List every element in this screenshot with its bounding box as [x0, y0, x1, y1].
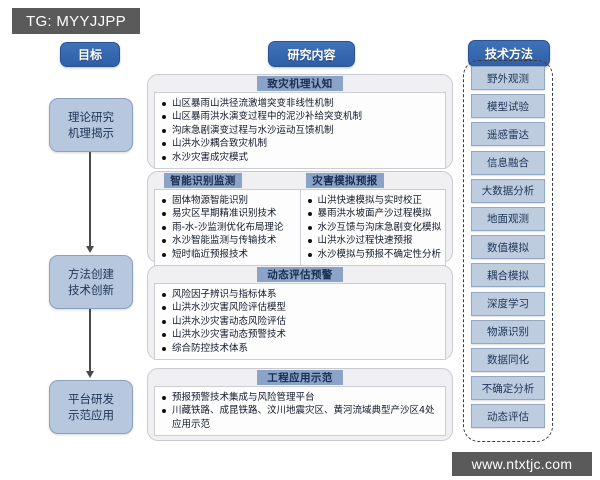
column-header-technical-methods: 技术方法: [468, 40, 550, 67]
section-tab-row: 致灾机理认知: [148, 75, 452, 92]
flow-step-2: 方法创建 技术创新: [49, 255, 133, 309]
list-item: 山区暴雨洪水演变过程中的泥沙补给突变机制: [161, 110, 441, 123]
bullet-column: 风险因子辨识与指标体系 山洪水沙灾害风险评估模型 山洪水沙灾害动态风险评估 山洪…: [155, 284, 445, 359]
list-item: 水沙灾害成灾模式: [161, 151, 441, 164]
method-item-deep-learning: 深度学习: [471, 291, 545, 316]
list-item: 水沙模拟与预报不确定性分析: [307, 248, 441, 261]
method-item-remote-sensing-radar: 遥感雷达: [471, 122, 545, 147]
list-item: 综合防控技术体系: [161, 342, 441, 355]
method-item-model-experiment: 模型试验: [471, 94, 545, 119]
list-item: 预报预警技术集成与风险管理平台: [161, 391, 441, 404]
top-watermark-badge: TG: MYYJJPP: [12, 8, 140, 34]
bullet-list: 风险因子辨识与指标体系 山洪水沙灾害风险评估模型 山洪水沙灾害动态风险评估 山洪…: [161, 288, 441, 355]
arrow-shaft: [89, 309, 91, 371]
arrow-head-icon: [86, 246, 94, 253]
list-item: 短时临近预报技术: [161, 248, 296, 261]
section-tab-label: 动态评估预警: [257, 267, 343, 282]
method-item-data-assimilation: 数据同化: [471, 347, 545, 372]
method-item-coupled-simulation: 耦合模拟: [471, 263, 545, 288]
list-item: 川藏铁路、成昆铁路、汶川地震灾区、黄河流域典型产沙区4处应用示范: [161, 404, 441, 431]
bullet-column: 山区暴雨山洪径流激增突变非线性机制 山区暴雨洪水演变过程中的泥沙补给突变机制 沟…: [155, 93, 445, 168]
column-header-research-content: 研究内容: [268, 41, 355, 67]
bullet-list: 固体物源智能识别 易灾区早期精准识别技术 雨-水-沙监测优化布局理论 水沙智能监…: [161, 194, 296, 261]
list-item: 水沙互馈与沟床急剧变化模拟: [307, 221, 441, 234]
arrow-shaft: [89, 152, 91, 246]
bullet-list: 山洪快速模拟与实时校正 暴雨洪水坡面产沙过程模拟 水沙互馈与沟床急剧变化模拟 山…: [307, 194, 442, 261]
section-tab-row: 动态评估预警: [148, 266, 452, 283]
bullet-list: 预报预警技术集成与风险管理平台 川藏铁路、成昆铁路、汶川地震灾区、黄河流域典型产…: [161, 391, 441, 431]
method-item-big-data-analysis: 大数据分析: [471, 178, 545, 203]
flow-step-3: 平台研发 示范应用: [49, 380, 133, 434]
list-item: 山洪水沙过程快速预报: [307, 234, 442, 247]
flow-step-1: 理论研究 机理揭示: [49, 98, 133, 152]
list-item: 雨-水-沙监测优化布局理论: [161, 221, 296, 234]
section-tab-label: 工程应用示范: [257, 370, 343, 385]
section-tab-label-left: 智能识别监测: [164, 173, 242, 188]
bullet-box: 预报预警技术集成与风险管理平台 川藏铁路、成昆铁路、汶川地震灾区、黄河流域典型产…: [154, 386, 446, 437]
list-item: 水沙智能监测与传输技术: [161, 234, 296, 247]
section-tab-row: 工程应用示范: [148, 369, 452, 386]
method-item-numerical-simulation: 数值模拟: [471, 235, 545, 260]
bullet-box: 固体物源智能识别 易灾区早期精准识别技术 雨-水-沙监测优化布局理论 水沙智能监…: [154, 189, 446, 267]
list-item: 山洪水沙灾害动态预警技术: [161, 328, 441, 341]
flow-step-2-line1: 方法创建: [68, 267, 114, 281]
list-item: 易灾区早期精准识别技术: [161, 207, 296, 220]
flow-arrow-2: [86, 309, 94, 378]
section-dynamic-assessment-warning: 动态评估预警 风险因子辨识与指标体系 山洪水沙灾害风险评估模型 山洪水沙灾害动态…: [147, 265, 453, 361]
flow-step-3-line1: 平台研发: [68, 392, 114, 406]
bullet-box: 风险因子辨识与指标体系 山洪水沙灾害风险评估模型 山洪水沙灾害动态风险评估 山洪…: [154, 283, 446, 361]
list-item: 山洪水沙耦合致灾机制: [161, 137, 441, 150]
column-header-goal: 目标: [60, 42, 120, 67]
list-item: 山洪快速模拟与实时校正: [307, 194, 442, 207]
section-hazard-mechanism: 致灾机理认知 山区暴雨山洪径流激增突变非线性机制 山区暴雨洪水演变过程中的泥沙补…: [147, 74, 453, 170]
section-monitoring-and-simulation: 智能识别监测 灾害模拟预报 固体物源智能识别 易灾区早期精准识别技术 雨-水-沙…: [147, 171, 453, 267]
bullet-column-right: 山洪快速模拟与实时校正 暴雨洪水坡面产沙过程模拟 水沙互馈与沟床急剧变化模拟 山…: [299, 190, 446, 266]
flow-step-2-line2: 技术创新: [68, 283, 114, 297]
arrow-head-icon: [86, 371, 94, 378]
method-dashed-border: [463, 60, 553, 442]
method-item-uncertainty-analysis: 不确定分析: [471, 376, 545, 401]
method-item-ground-observation: 地面观测: [471, 206, 545, 231]
method-item-source-identification: 物源识别: [471, 319, 545, 344]
bullet-box: 山区暴雨山洪径流激增突变非线性机制 山区暴雨洪水演变过程中的泥沙补给突变机制 沟…: [154, 92, 446, 170]
flow-step-1-line2: 机理揭示: [68, 126, 114, 140]
flow-arrow-1: [86, 152, 94, 253]
bullet-column: 预报预警技术集成与风险管理平台 川藏铁路、成昆铁路、汶川地震灾区、黄河流域典型产…: [155, 387, 445, 435]
method-item-dynamic-assessment: 动态评估: [471, 404, 545, 429]
bullet-list: 山区暴雨山洪径流激增突变非线性机制 山区暴雨洪水演变过程中的泥沙补给突变机制 沟…: [161, 97, 441, 164]
list-item: 山洪水沙灾害动态风险评估: [161, 315, 441, 328]
list-item: 山洪水沙灾害风险评估模型: [161, 301, 441, 314]
method-item-information-fusion: 信息融合: [471, 150, 545, 175]
method-list: 野外观测 模型试验 遥感雷达 信息融合 大数据分析 地面观测 数值模拟 耦合模拟…: [471, 66, 545, 429]
section-tab-label: 致灾机理认知: [257, 76, 343, 91]
section-engineering-application-demo: 工程应用示范 预报预警技术集成与风险管理平台 川藏铁路、成昆铁路、汶川地震灾区、…: [147, 368, 453, 441]
flow-step-3-line2: 示范应用: [68, 408, 114, 422]
list-item: 沟床急剧演变过程与水沙运动互馈机制: [161, 124, 441, 137]
section-tab-row: 智能识别监测 灾害模拟预报: [148, 172, 452, 189]
list-item: 山区暴雨山洪径流激增突变非线性机制: [161, 97, 441, 110]
bottom-watermark-badge: www.ntxtjc.com: [452, 452, 592, 476]
list-item: 暴雨洪水坡面产沙过程模拟: [307, 207, 442, 220]
method-item-field-observation: 野外观测: [471, 66, 545, 90]
list-item: 风险因子辨识与指标体系: [161, 288, 441, 301]
section-tab-label-right: 灾害模拟预报: [306, 173, 384, 188]
flow-step-1-line1: 理论研究: [68, 110, 114, 124]
bullet-column-left: 固体物源智能识别 易灾区早期精准识别技术 雨-水-沙监测优化布局理论 水沙智能监…: [155, 190, 300, 265]
list-item: 固体物源智能识别: [161, 194, 296, 207]
